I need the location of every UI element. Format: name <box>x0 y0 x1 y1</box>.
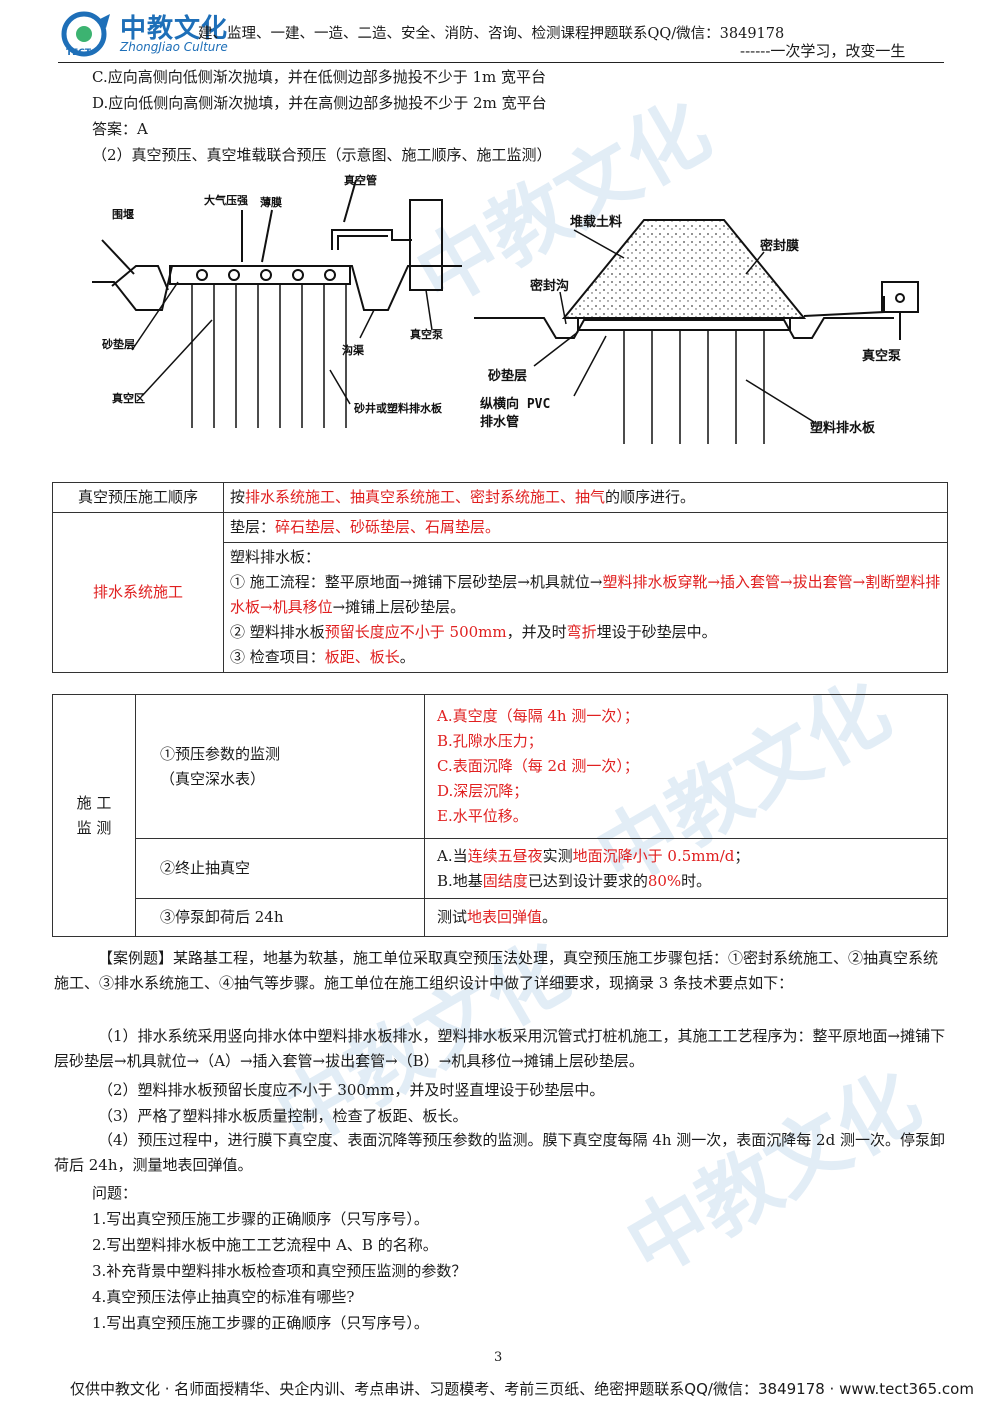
label-sand-cushion: 砂垫层 <box>102 337 135 351</box>
vacuum-surcharge-diagram: 堆载土料 密封膜 密封沟 真空泵 砂垫层 纵横向 PVC 排水管 塑料排水板 <box>474 214 919 444</box>
label-pvc: 纵横向 PVC <box>480 396 550 412</box>
stop-vacuum-content: A.当连续五昼夜实测地面沉降小于 0.5mm/d； B.地基固结度已达到设计要求… <box>424 838 948 899</box>
cushion-row: 垫层：碎石垫层、砂砾垫层、石屑垫层。 <box>223 512 948 543</box>
order-label: 真空预压施工顺序 <box>52 482 224 513</box>
brand-logo-icon <box>61 11 110 57</box>
case-point-1: （1）排水系统采用竖向排水体中塑料排水板排水，塑料排水板采用沉管式打桩机施工，其… <box>54 1027 946 1070</box>
case-point-3: （3）严格了塑料排水板质量控制，检查了板距、板长。 <box>98 1107 468 1125</box>
label-vacuum-pipe: 真空管 <box>344 173 377 187</box>
label-cofferdam: 围堰 <box>112 207 134 221</box>
preload-params-label: ①预压参数的监测（真空深水表） <box>135 694 425 839</box>
label-sealing-film: 密封膜 <box>759 238 799 254</box>
questions-title: 问题： <box>92 1184 138 1202</box>
label-vacuum-zone: 真空区 <box>112 391 145 405</box>
label-sand-drain: 砂井或塑料排水板 <box>354 401 443 415</box>
option-c: C.应向高侧向低侧渐次抛填，并在低侧边部多抛投不少于 1m 宽平台 <box>92 68 547 86</box>
brand-logo-subtitle: ZhongJiao Culture <box>120 40 228 54</box>
label-drain-pipe: 排水管 <box>480 414 519 430</box>
page-number: 3 <box>494 1350 503 1365</box>
case-point-4: （4）预压过程中，进行膜下真空度、表面沉降等预压参数的监测。膜下真空度每隔 4h… <box>54 1131 945 1174</box>
label-sealing-trench: 密封沟 <box>529 278 569 294</box>
label-ditch: 沟渠 <box>342 343 365 357</box>
label-atmos-pressure: 大气压强 <box>204 193 248 207</box>
preload-params-list: A.真空度（每隔 4h 测一次）； B.孔隙水压力； C.表面沉降（每 2d 测… <box>424 694 948 839</box>
brand-logo-text: 中教文化 <box>120 14 229 44</box>
label-fill-soil: 堆载土料 <box>570 214 622 230</box>
plastic-board-cell: 塑料排水板： ① 施工流程：整平原地面→摊铺下层砂垫层→机具就位→塑料排水板穿靴… <box>223 542 948 673</box>
header-contact: 建、监理、一建、一造、二造、安全、消防、咨询、检测课程押题联系QQ/微信：384… <box>198 26 785 42</box>
section-title: （2）真空预压、真空堆载联合预压（示意图、施工顺序、施工监测） <box>92 146 552 164</box>
case-intro: 【案例题】某路基工程，地基为软基，施工单位采取真空预压法处理，真空预压施工步骤包… <box>54 949 939 992</box>
stop-vacuum-label: ②终止抽真空 <box>135 838 425 899</box>
label-plastic-board: 塑料排水板 <box>810 420 876 436</box>
footer-contact: 仅供中教文化 · 名师面授精华、央企内训、考点串讲、习题模考、考前三页纸、绝密押… <box>70 1380 974 1398</box>
unload-content: 测试地表回弹值。 <box>424 898 948 937</box>
monitoring-side-label: 施 工监 测 <box>52 694 136 937</box>
answer-line: 答案：A <box>92 120 148 138</box>
construction-order-table: 真空预压施工顺序 按排水系统施工、抽真空系统施工、密封系统施工、抽气的顺序进行。… <box>52 482 948 673</box>
question-2: 2.写出塑料排水板中施工工艺流程中 A、B 的名称。 <box>92 1236 438 1254</box>
label-vacuum-pump: 真空泵 <box>410 327 443 341</box>
question-1: 1.写出真空预压施工步骤的正确顺序（只写序号）。 <box>92 1210 429 1228</box>
question-4: 4.真空预压法停止抽真空的标准有哪些? <box>92 1288 355 1306</box>
option-d: D.应向低侧向高侧渐次抛填，并在高侧边部多抛投不少于 2m 宽平台 <box>92 94 547 112</box>
drainage-label: 排水系统施工 <box>52 512 224 673</box>
label-sand-cushion-r: 砂垫层 <box>487 368 527 384</box>
vacuum-preload-diagram: 围堰 大气压强 薄膜 真空管 砂垫层 真空区 沟渠 真空泵 砂井或塑料排水板 <box>92 173 462 428</box>
header-slogan: ------一次学习，改变一生 <box>740 42 906 60</box>
brand-logo-tect: TECT <box>66 48 92 58</box>
label-vacuum-pump-r: 真空泵 <box>862 348 901 364</box>
answer-1-heading: 1.写出真空预压施工步骤的正确顺序（只写序号）。 <box>92 1314 429 1332</box>
unload-label: ③停泵卸荷后 24h <box>135 898 425 937</box>
question-3: 3.补充背景中塑料排水板检查项和真空预压监测的参数？ <box>92 1262 467 1280</box>
label-membrane: 薄膜 <box>260 195 282 209</box>
order-content: 按排水系统施工、抽真空系统施工、密封系统施工、抽气的顺序进行。 <box>223 482 948 513</box>
case-point-2: （2）塑料排水板预留长度应不小于 300mm，并及时竖直埋设于砂垫层中。 <box>98 1081 605 1099</box>
header-divider <box>58 62 944 63</box>
monitoring-table: 施 工监 测 ①预压参数的监测（真空深水表） A.真空度（每隔 4h 测一次）；… <box>52 694 948 937</box>
